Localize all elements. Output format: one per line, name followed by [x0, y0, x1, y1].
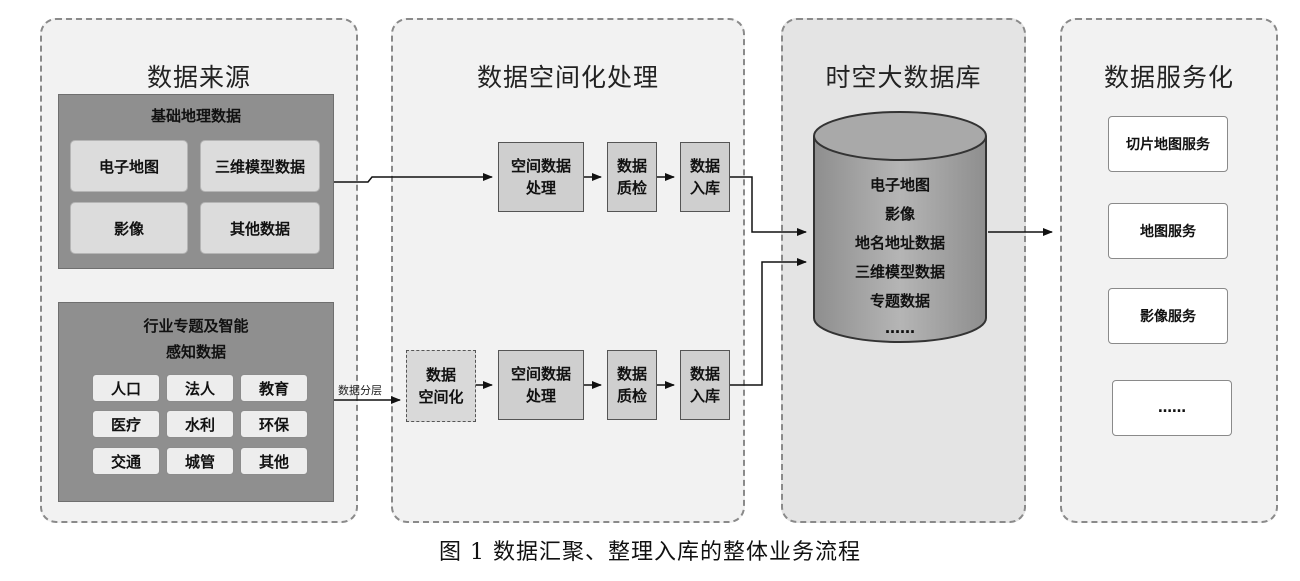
bottom-quality-check-line1: 数据: [616, 365, 647, 383]
industry-item: 医疗: [92, 410, 160, 438]
database-item: 电子地图: [869, 176, 930, 194]
service-box: 地图服务: [1108, 203, 1228, 259]
top-warehouse-line2: 入库: [689, 179, 720, 197]
service-box: ……: [1112, 380, 1232, 436]
database-item: 影像: [884, 205, 915, 223]
top-warehouse-line1: 数据: [689, 157, 720, 175]
group-title-industry-line2: 感知数据: [165, 343, 226, 361]
service-box: 切片地图服务: [1108, 116, 1228, 172]
database-item: 专题数据: [869, 292, 930, 310]
bottom-warehouse-box: 数据 入库: [680, 350, 730, 420]
database-item: 三维模型数据: [854, 263, 945, 281]
top-quality-check-box: 数据 质检: [607, 142, 657, 212]
top-quality-check-line2: 质检: [616, 179, 647, 197]
industry-item: 水利: [166, 410, 234, 438]
bottom-warehouse-line1: 数据: [689, 365, 720, 383]
panel-title-database: 时空大数据库: [825, 63, 982, 92]
base-geo-item: 三维模型数据: [200, 140, 320, 192]
bottom-spatialize-box: 数据 空间化: [406, 350, 476, 422]
base-geo-item: 影像: [70, 202, 188, 254]
layer-label: 数据分层: [338, 384, 382, 397]
bottom-quality-check-line2: 质检: [616, 387, 647, 405]
industry-item: 城管: [166, 447, 234, 475]
database-item: 地名地址数据: [854, 234, 945, 252]
bottom-spatial-processing-line2: 处理: [525, 387, 556, 405]
top-quality-check-line1: 数据: [616, 157, 647, 175]
bottom-spatialize-line2: 空间化: [418, 388, 464, 406]
bottom-spatial-processing-box: 空间数据 处理: [498, 350, 584, 420]
bottom-spatialize-line1: 数据: [425, 366, 456, 384]
panel-title-services: 数据服务化: [1103, 63, 1234, 92]
panel-title-processing: 数据空间化处理: [476, 63, 659, 92]
industry-item: 交通: [92, 447, 160, 475]
panel-data-services: 数据服务化: [1060, 18, 1278, 523]
group-title-base-geo: 基础地理数据: [150, 107, 241, 125]
industry-item: 人口: [92, 374, 160, 402]
database-contents: 电子地图 影像 地名地址数据 三维模型数据 专题数据 ……: [812, 172, 988, 342]
base-geo-item: 电子地图: [70, 140, 188, 192]
industry-item: 教育: [240, 374, 308, 402]
top-warehouse-box: 数据 入库: [680, 142, 730, 212]
bottom-warehouse-line2: 入库: [689, 387, 720, 405]
top-spatial-processing-line2: 处理: [525, 179, 556, 197]
bottom-spatial-processing-line1: 空间数据: [510, 365, 571, 383]
panel-title-sources: 数据来源: [146, 63, 251, 92]
panel-spatial-processing: 数据空间化 处理: [391, 18, 745, 523]
industry-item: 其他: [240, 447, 308, 475]
industry-item: 法人: [166, 374, 234, 402]
base-geo-item: 其他数据: [200, 202, 320, 254]
group-title-industry-line1: 行业专题及智能: [143, 317, 249, 335]
top-spatial-processing-line1: 空间数据: [510, 157, 571, 175]
industry-item: 环保: [240, 410, 308, 438]
figure-caption: 图 1 数据汇聚、整理入库的整体业务流程: [439, 540, 861, 565]
database-item: ……: [885, 319, 915, 337]
database-cylinder: [813, 111, 987, 343]
bottom-quality-check-box: 数据 质检: [607, 350, 657, 420]
service-box: 影像服务: [1108, 288, 1228, 344]
top-spatial-processing-box: 空间数据 处理: [498, 142, 584, 212]
